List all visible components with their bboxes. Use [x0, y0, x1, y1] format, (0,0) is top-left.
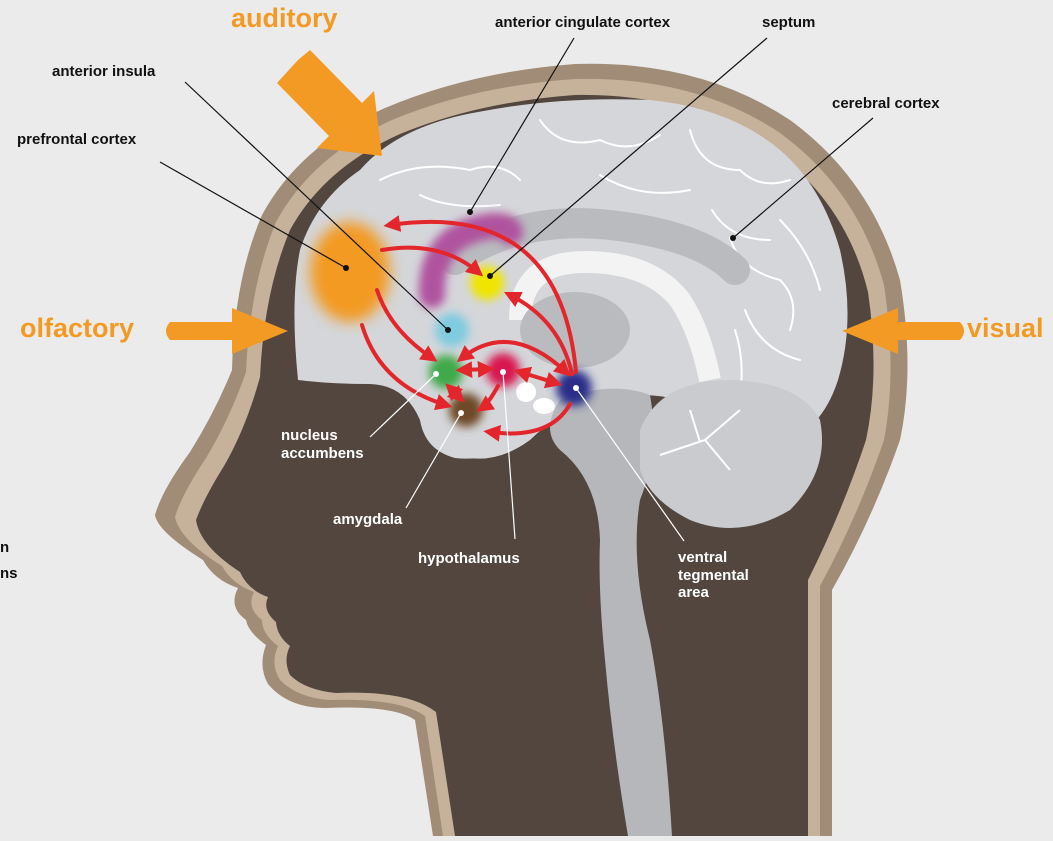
visual-label: visual [967, 313, 1044, 344]
mammillary-body [516, 382, 536, 402]
olfactory-label: olfactory [20, 313, 134, 344]
label-vta-line3: area [678, 584, 749, 602]
label-vta: ventral tegmental area [678, 549, 749, 602]
label-cerebral-cortex: cerebral cortex [832, 95, 940, 113]
label-cutoff-2: ns [0, 565, 18, 583]
label-anterior-insula: anterior insula [52, 63, 155, 81]
auditory-arrow-icon [277, 50, 382, 156]
pathway-accumbens-hypothalamus [462, 369, 488, 370]
label-hypothalamus: hypothalamus [418, 550, 520, 568]
region-amygdala [449, 393, 483, 427]
pituitary [533, 398, 555, 414]
label-anterior-cingulate-cortex: anterior cingulate cortex [495, 14, 670, 32]
region-insula [435, 313, 469, 347]
label-vta-line1: ventral [678, 549, 749, 567]
label-cutoff-1: n [0, 539, 9, 557]
label-nucleus-line2: accumbens [281, 445, 364, 463]
label-septum: septum [762, 14, 815, 32]
label-nucleus-line1: nucleus [281, 427, 364, 445]
auditory-label: auditory [231, 3, 338, 34]
label-prefrontal-cortex: prefrontal cortex [17, 131, 136, 149]
label-amygdala: amygdala [333, 511, 402, 529]
label-vta-line2: tegmental [678, 567, 749, 585]
label-nucleus-accumbens: nucleus accumbens [281, 427, 364, 462]
